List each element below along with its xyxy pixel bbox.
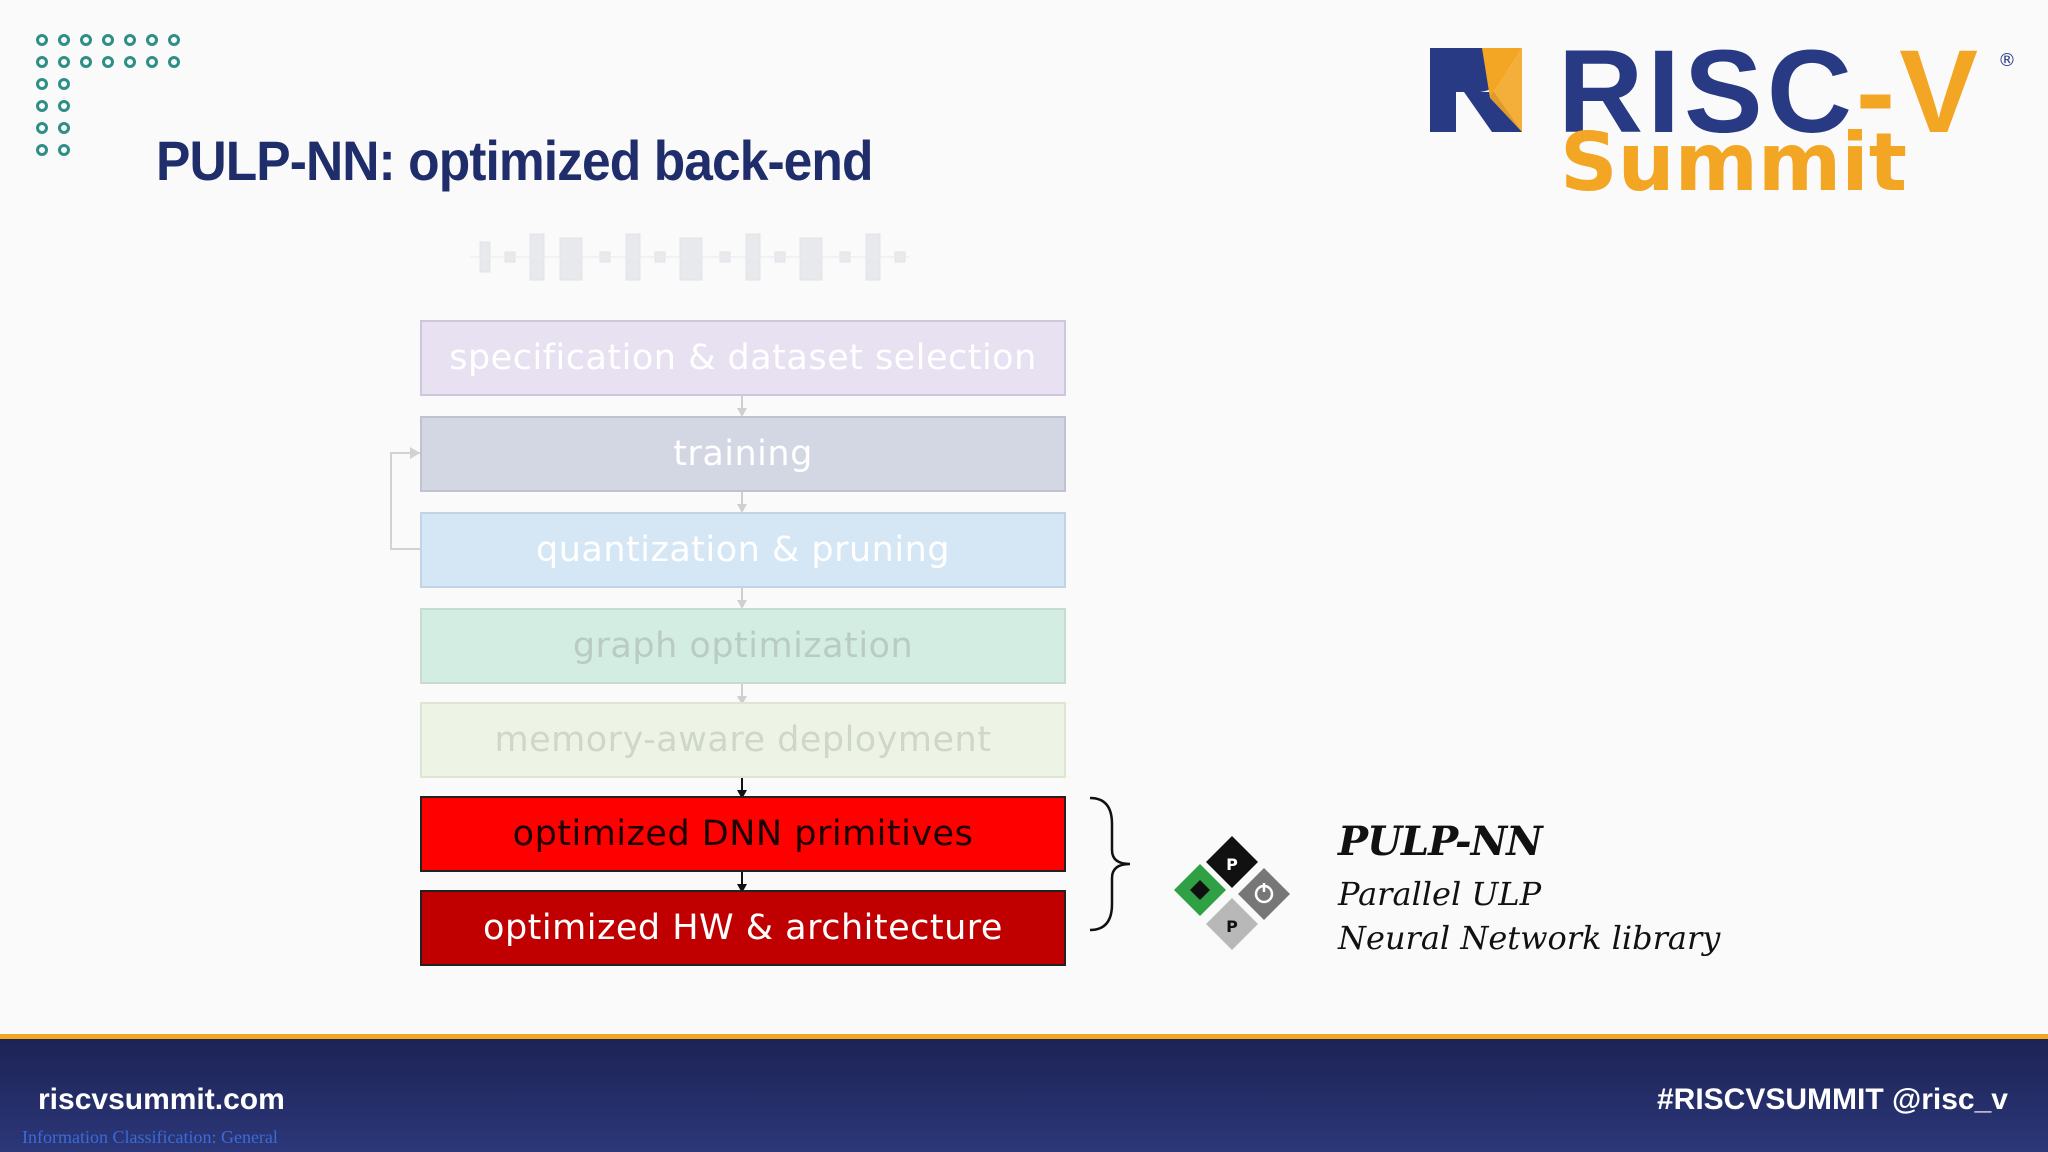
feedback-loop-line — [390, 452, 420, 550]
dot — [124, 34, 136, 46]
feedback-loop-arrowhead — [410, 447, 420, 459]
puzzle-piece-black-icon: P — [1206, 836, 1258, 888]
dot — [58, 56, 70, 68]
step-graph-optimization: graph optimization — [420, 608, 1066, 684]
svg-text:P: P — [1226, 855, 1238, 874]
flow-arrow — [737, 872, 747, 896]
registered-mark: ® — [1998, 50, 2016, 71]
footer-bar: riscvsummit.com #RISCVSUMMIT @risc_v Inf… — [0, 1034, 2048, 1152]
footer-classification: Information Classification: General — [22, 1127, 278, 1147]
logo-subtitle: Summit — [1560, 116, 1907, 209]
puzzle-piece-green-icon — [1174, 864, 1226, 916]
dot — [80, 34, 92, 46]
flow-arrow — [737, 492, 747, 516]
dot — [58, 144, 70, 156]
dot — [58, 100, 70, 112]
dot — [36, 100, 48, 112]
dot — [58, 34, 70, 46]
dot — [36, 56, 48, 68]
dot — [102, 56, 114, 68]
dot — [146, 34, 158, 46]
dot — [36, 78, 48, 90]
step-hw-architecture: optimized HW & architecture — [420, 890, 1066, 966]
network-layers-graphic — [470, 233, 910, 281]
footer-website: riscvsummit.com — [38, 1083, 285, 1116]
power-icon — [1238, 868, 1290, 920]
dot-grid-decoration — [36, 34, 196, 194]
step-memory-deployment: memory-aware deployment — [420, 702, 1066, 778]
logo-word-risc: RISC — [1558, 26, 1856, 158]
logo-wordmark: RISC-V — [1558, 24, 1982, 160]
step-training: training — [420, 416, 1066, 492]
dot — [168, 34, 180, 46]
dot — [102, 34, 114, 46]
library-line-2: Neural Network library — [1338, 919, 1721, 957]
footer-hashtags: #RISCVSUMMIT @risc_v — [1656, 1083, 2008, 1116]
dot — [36, 122, 48, 134]
risc-v-summit-logo: RISC-V ® Summit — [1430, 26, 2020, 209]
puzzle-piece-grey-icon: P — [1206, 898, 1258, 950]
slide-title: PULP-NN: optimized back-end — [156, 129, 873, 192]
flow-arrow — [737, 684, 747, 708]
step-quantization: quantization & pruning — [420, 512, 1066, 588]
library-name: PULP-NN — [1338, 818, 1543, 865]
step-dnn-primitives: optimized DNN primitives — [420, 796, 1066, 872]
flow-arrow — [737, 396, 747, 420]
pulp-nn-logo: P P — [1174, 836, 1290, 950]
flow-arrow — [737, 778, 747, 802]
library-line-1: Parallel ULP — [1338, 875, 1542, 913]
svg-text:P: P — [1226, 917, 1238, 936]
risc-v-emblem-icon — [1430, 48, 1522, 132]
dot — [58, 78, 70, 90]
step-specification: specification & dataset selection — [420, 320, 1066, 396]
dot — [58, 122, 70, 134]
dot — [168, 56, 180, 68]
dot — [36, 34, 48, 46]
dot — [80, 56, 92, 68]
logo-word-v: -V — [1855, 26, 1982, 158]
flow-arrow — [737, 588, 747, 612]
dot — [146, 56, 158, 68]
dot — [124, 56, 136, 68]
library-description: PULP-NN Parallel ULP Neural Network libr… — [1338, 818, 1720, 957]
dot — [36, 144, 48, 156]
curly-brace — [1089, 796, 1131, 932]
